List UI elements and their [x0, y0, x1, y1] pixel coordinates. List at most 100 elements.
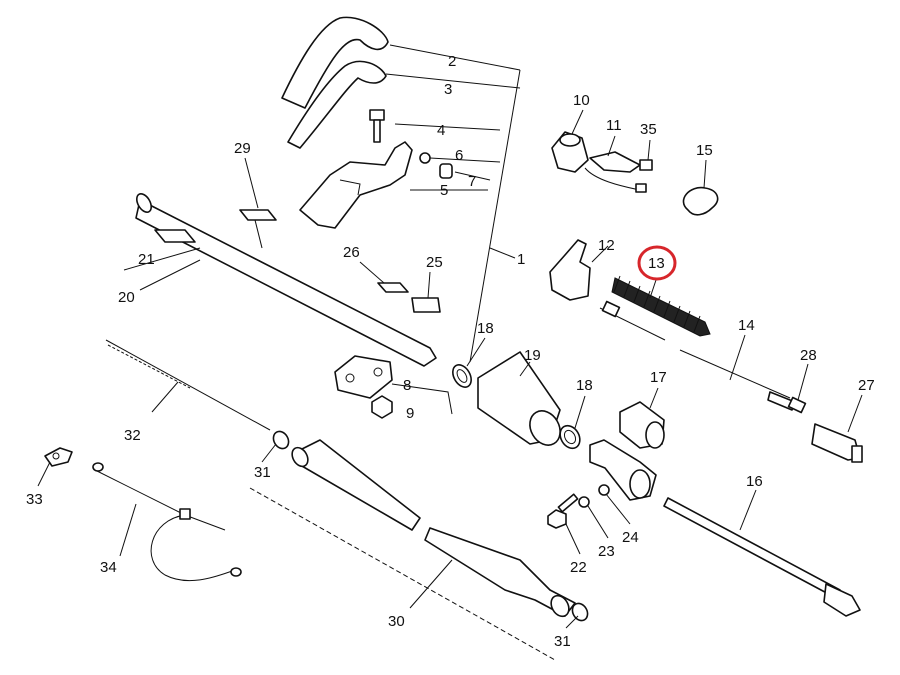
clamp-8 [334, 355, 393, 399]
leader-3 [385, 73, 521, 89]
leader-18b [574, 395, 586, 429]
label-10: 10 [573, 92, 590, 109]
main-shaft-20 [135, 193, 437, 367]
leader-31b [565, 615, 579, 629]
label-18a: 18 [477, 320, 494, 337]
leader-1 [489, 247, 516, 259]
label-20: 20 [118, 289, 135, 306]
label-15: 15 [696, 142, 713, 159]
spring-13 [599, 275, 711, 341]
drive-tube-30 [291, 439, 576, 618]
handle-bar-3 [287, 60, 387, 149]
label-1: 1 [517, 251, 525, 268]
leader-17 [649, 387, 659, 409]
harness-cord-34 [92, 462, 242, 582]
leader-21 [123, 247, 201, 271]
label-14: 14 [738, 317, 755, 334]
drive-shaft-16 [663, 497, 861, 617]
leader-23 [587, 505, 609, 539]
bracket-30 [249, 487, 556, 661]
leader-22 [565, 523, 581, 555]
label-25: 25 [426, 254, 443, 271]
label-29: 29 [234, 140, 251, 157]
nut-9 [371, 395, 393, 419]
label-28: 28 [800, 347, 817, 364]
leader-35 [647, 139, 651, 161]
label-35: 35 [640, 121, 657, 138]
leader-19 [519, 361, 531, 377]
lever-housing-12 [549, 239, 591, 301]
leader-29b [254, 219, 263, 249]
grip-19 [477, 351, 561, 446]
label-30: 30 [388, 613, 405, 630]
label-4: 4 [437, 122, 445, 139]
cord-15 [682, 186, 719, 216]
washer-18a [452, 364, 472, 388]
label-11: 11 [606, 117, 622, 134]
label-5: 5 [440, 182, 448, 199]
label-9: 9 [406, 405, 414, 422]
throttle-lever-11 [584, 151, 647, 193]
leader-27 [847, 394, 863, 433]
handle-bar-2 [281, 16, 389, 109]
washer-18b [559, 424, 581, 450]
label-27: 27 [858, 377, 875, 394]
label-31a: 31 [254, 464, 271, 481]
label-26: 26 [343, 244, 360, 261]
leader-28 [797, 363, 809, 401]
leader-10 [571, 109, 584, 135]
label-23: 23 [598, 543, 615, 560]
label-sticker-25 [411, 297, 441, 313]
leader-14 [729, 334, 746, 381]
leader-2 [389, 44, 521, 71]
label-34: 34 [100, 559, 117, 576]
leader-6 [429, 157, 501, 163]
leader-33 [37, 461, 51, 487]
washer-31a [272, 430, 290, 450]
label-24: 24 [622, 529, 639, 546]
label-17: 17 [650, 369, 667, 386]
label-31b: 31 [554, 633, 571, 650]
screw-7 [439, 163, 453, 179]
leader-13 [649, 279, 657, 299]
label-sticker-29 [239, 209, 277, 221]
coupling-housing [589, 439, 657, 501]
leader-25 [427, 271, 431, 299]
leader-26 [359, 261, 385, 284]
cable-end-28 [787, 396, 807, 414]
label-8: 8 [403, 377, 411, 394]
leader-20 [139, 259, 201, 291]
clip-35 [639, 159, 653, 171]
label-12: 12 [598, 237, 615, 254]
label-3: 3 [444, 81, 452, 98]
label-33: 33 [26, 491, 43, 508]
bolt-4 [369, 109, 385, 143]
label-22: 22 [570, 559, 587, 576]
washer-24 [598, 484, 610, 496]
leader-24 [605, 493, 631, 525]
sleeve-17 [619, 401, 665, 449]
washer-23 [578, 496, 590, 508]
washer-6 [419, 152, 431, 164]
leader-8-9 [391, 383, 453, 415]
clip-33 [44, 447, 73, 467]
leader-7 [454, 171, 491, 181]
leader-12 [591, 245, 609, 263]
cable-fitting-27 [811, 423, 863, 463]
highlight-circle [637, 245, 677, 281]
leader-30 [409, 559, 453, 609]
bracket-line-1 [469, 69, 521, 363]
leader-11 [607, 135, 616, 157]
leader-18a [466, 337, 486, 367]
leader-31a [261, 443, 277, 463]
label-sticker-26 [377, 282, 409, 293]
label-sticker-21 [154, 229, 196, 243]
leader-15 [703, 159, 707, 189]
label-21: 21 [138, 251, 155, 268]
label-18b: 18 [576, 377, 593, 394]
leader-16 [739, 489, 757, 531]
label-6: 6 [455, 147, 463, 164]
leader-34 [119, 503, 137, 557]
